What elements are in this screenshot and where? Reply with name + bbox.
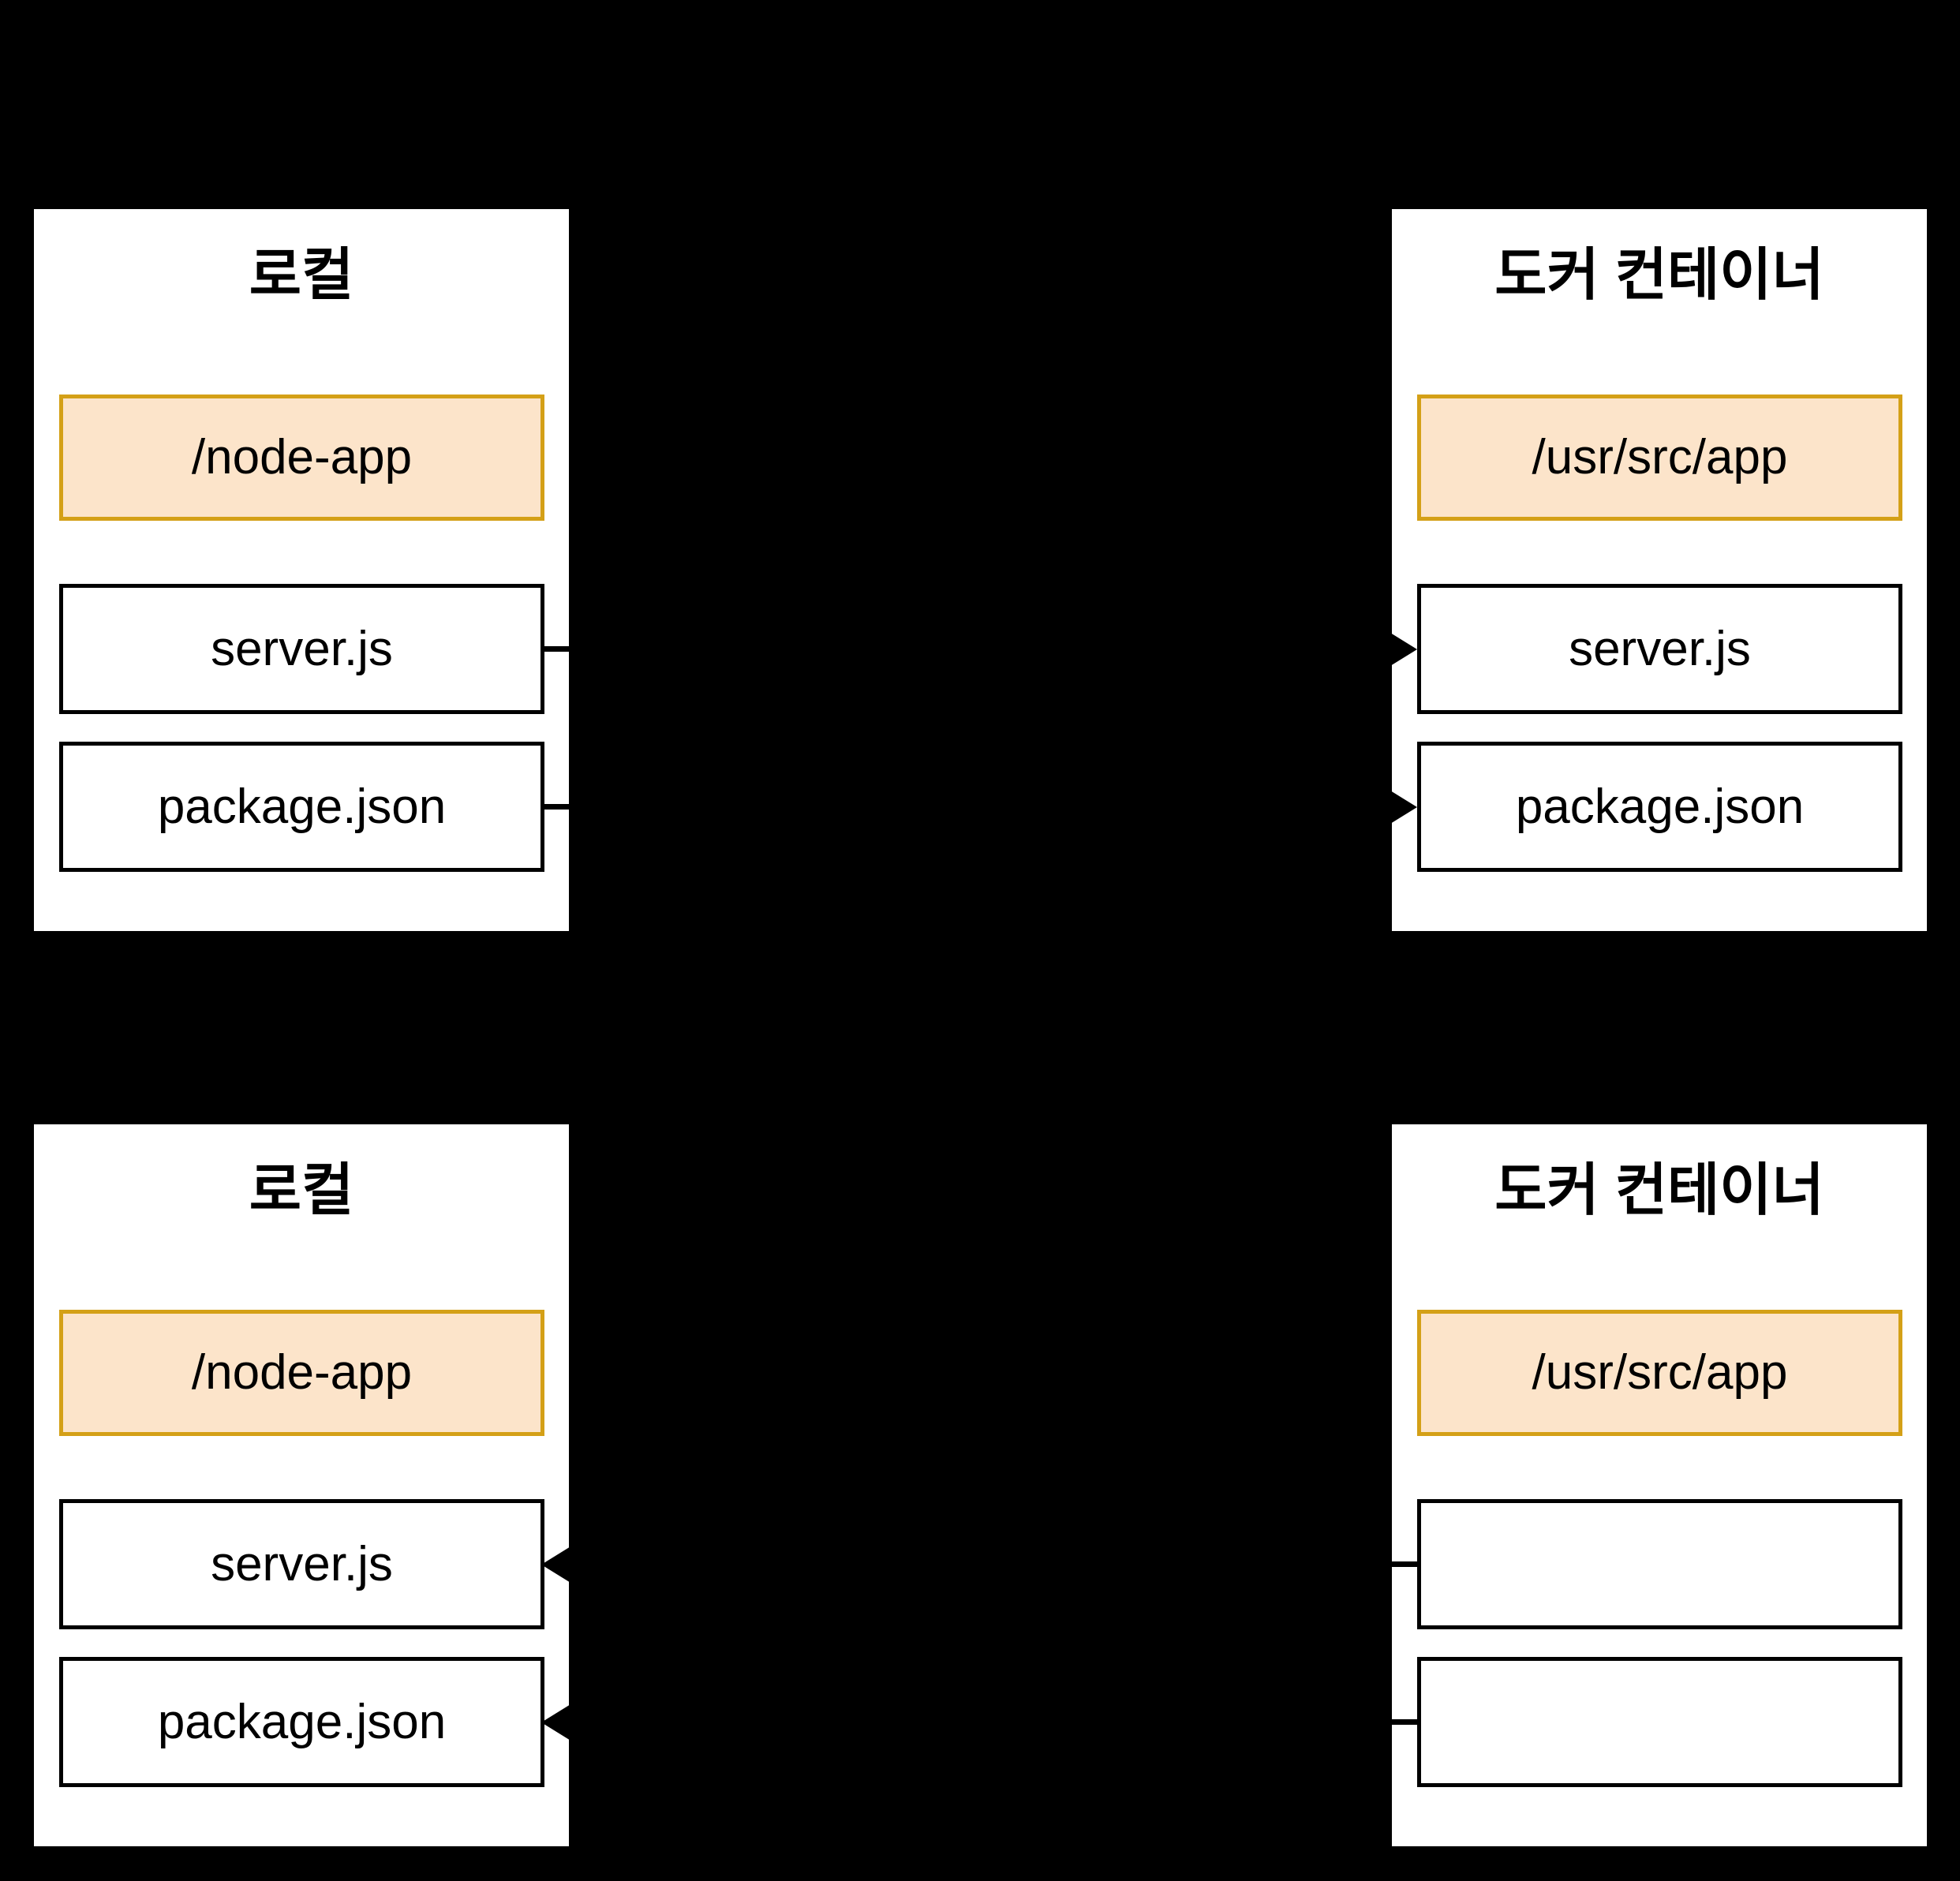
file-box-docker-bottom-empty-1 xyxy=(1417,1499,1902,1629)
path-box-local-top: /node-app xyxy=(59,395,544,521)
file-box-local-bottom-package: package.json xyxy=(59,1657,544,1787)
panel-title-local-top: 로컬 xyxy=(249,244,354,307)
panel-local-bottom: 로컬 /node-app server.js package.json xyxy=(34,1124,574,1846)
connector-stub-local-top-server xyxy=(540,646,569,652)
panel-title-local-bottom: 로컬 xyxy=(249,1159,354,1222)
path-box-docker-bottom: /usr/src/app xyxy=(1417,1310,1902,1436)
path-box-docker-top: /usr/src/app xyxy=(1417,395,1902,521)
panel-title-docker-top: 도커 컨테이너 xyxy=(1494,244,1824,307)
connector-stub-docker-bottom-1 xyxy=(1389,1561,1420,1567)
arrowhead-into-local-bottom-package xyxy=(541,1702,574,1743)
arrowhead-into-docker-top-server xyxy=(1384,629,1417,670)
panel-docker-bottom: 도커 컨테이너 /usr/src/app xyxy=(1389,1124,1927,1846)
panel-local-top: 로컬 /node-app server.js package.json xyxy=(34,209,569,931)
file-box-local-top-server: server.js xyxy=(59,584,544,714)
connector-stub-docker-bottom-2 xyxy=(1389,1719,1420,1725)
file-box-docker-top-server: server.js xyxy=(1417,584,1902,714)
file-box-docker-bottom-empty-2 xyxy=(1417,1657,1902,1787)
arrowhead-into-docker-top-package xyxy=(1384,787,1417,828)
arrowhead-into-local-bottom-server xyxy=(541,1544,574,1585)
connector-stub-local-top-package xyxy=(540,804,569,810)
file-box-local-bottom-server: server.js xyxy=(59,1499,544,1629)
path-box-local-bottom: /node-app xyxy=(59,1310,544,1436)
panel-docker-top: 도커 컨테이너 /usr/src/app server.js package.j… xyxy=(1384,209,1927,931)
file-box-local-top-package: package.json xyxy=(59,742,544,872)
panel-title-docker-bottom: 도커 컨테이너 xyxy=(1494,1159,1824,1222)
file-box-docker-top-package: package.json xyxy=(1417,742,1902,872)
